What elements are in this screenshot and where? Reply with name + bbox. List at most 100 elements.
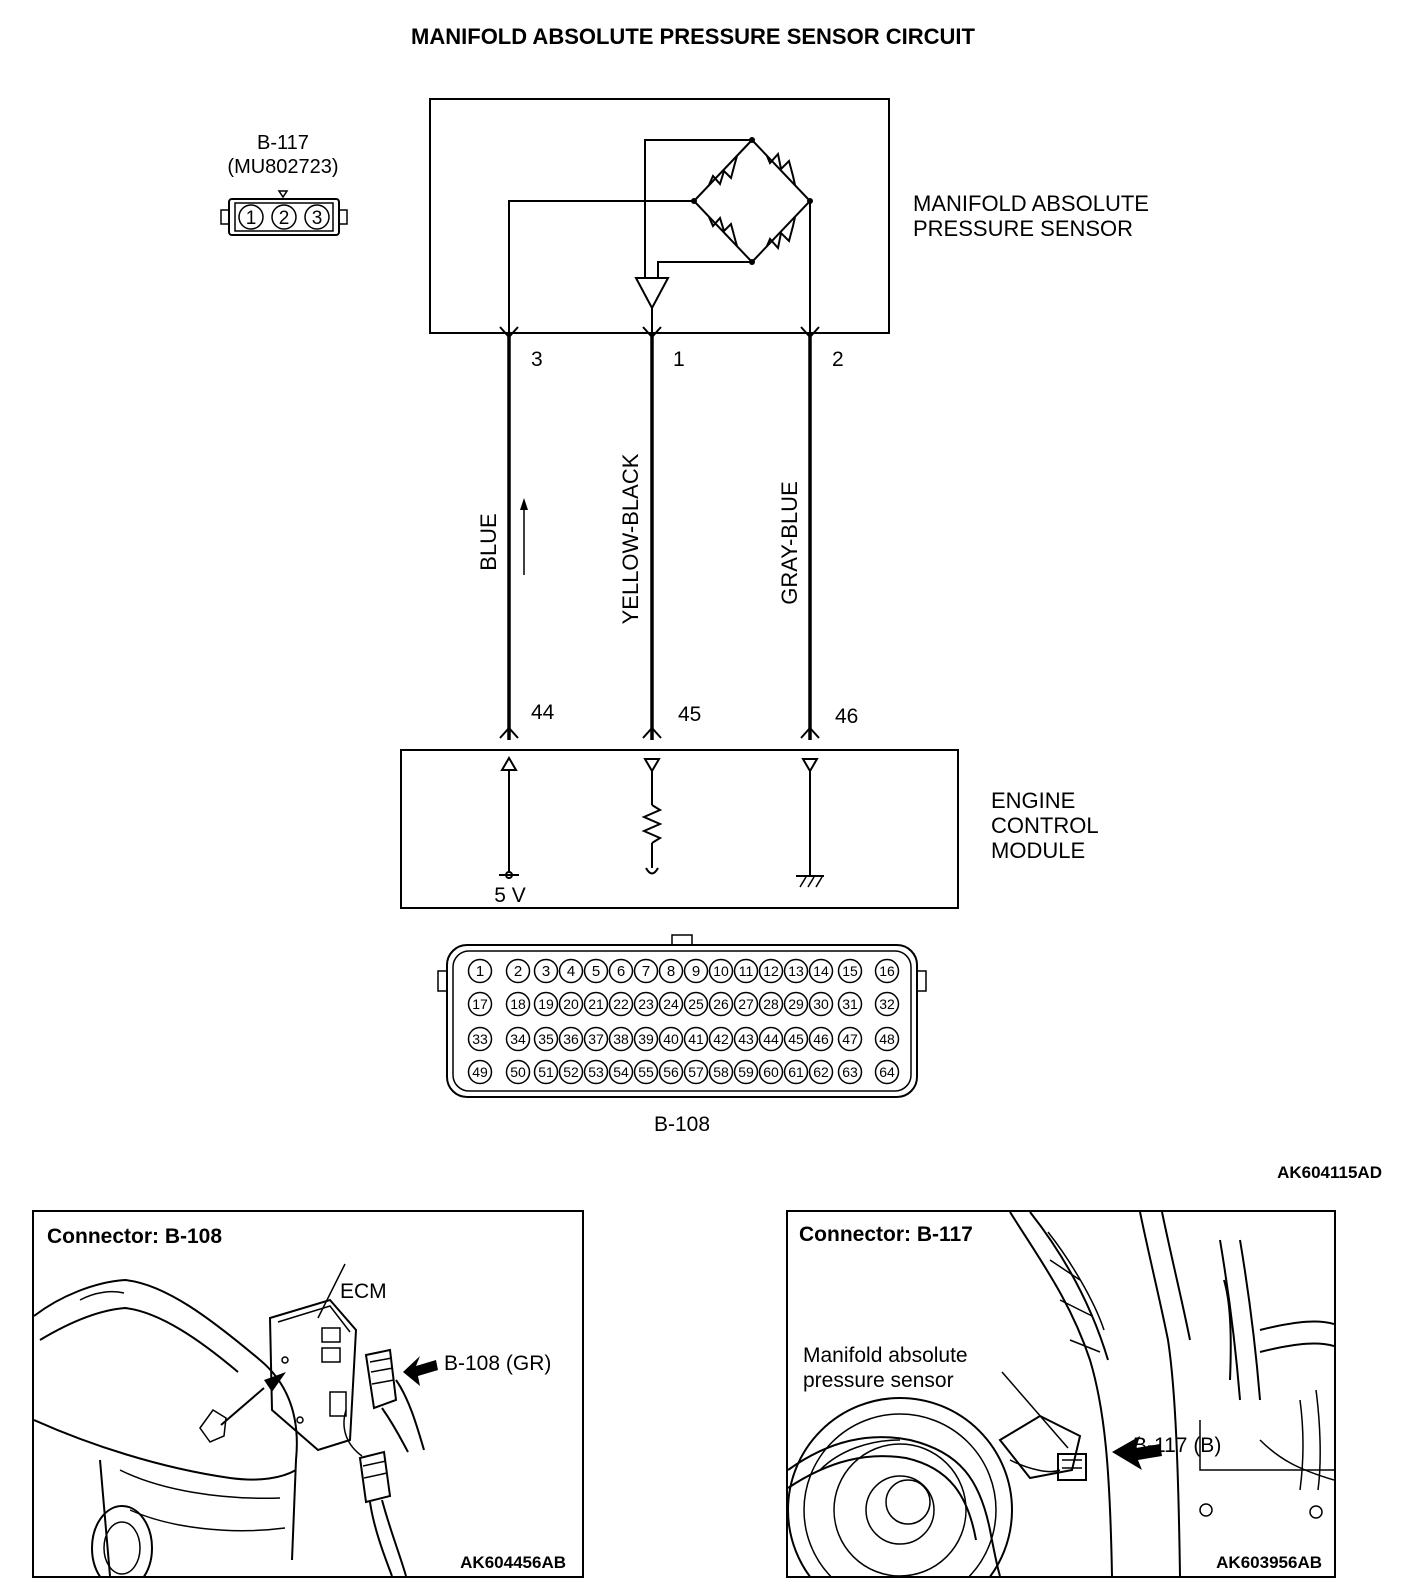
sensor-pin-1: 1 xyxy=(673,348,685,371)
connector-pin: 39 xyxy=(633,1026,659,1052)
ecm-label-line2: CONTROL xyxy=(991,813,1099,838)
ecm-label-line3: MODULE xyxy=(991,838,1085,863)
connector-pin: 37 xyxy=(583,1026,609,1052)
sensor-connector-b117: B-117 (MU802723) 1 2 3 xyxy=(220,132,348,236)
connector-pin-label: 16 xyxy=(879,963,895,979)
connector-pin: 41 xyxy=(683,1026,709,1052)
connector-pin-label: 25 xyxy=(688,996,704,1012)
connector-latch xyxy=(671,934,693,946)
connector-pin-label: 62 xyxy=(813,1064,829,1080)
connector-callout: B-108 (GR) xyxy=(444,1352,551,1375)
connector-pin-label: 21 xyxy=(588,996,604,1012)
connector-pin: 26 xyxy=(708,991,734,1017)
connector-pin: 20 xyxy=(558,991,584,1017)
connector-pin: 61 xyxy=(783,1059,809,1085)
engine-control-module: 5 V ENGINE CONTROL MODULE xyxy=(400,749,1099,909)
figure-code: AK604115AD xyxy=(1277,1163,1382,1182)
connector-pin-label: 20 xyxy=(563,996,579,1012)
connector-pin: 25 xyxy=(683,991,709,1017)
connector-pin-label: 37 xyxy=(588,1031,604,1047)
connector-pin-label: 52 xyxy=(563,1064,579,1080)
connector-pin: 52 xyxy=(558,1059,584,1085)
connector-pin-label: 5 xyxy=(592,963,600,980)
connector-pin-label: 22 xyxy=(613,996,629,1012)
connector-pin-label: 15 xyxy=(842,963,858,979)
connector-pin: 38 xyxy=(608,1026,634,1052)
connector-pin: 11 xyxy=(733,958,759,984)
connector-pin: 17 xyxy=(467,991,493,1017)
panel-title: Connector: B-108 xyxy=(47,1225,222,1248)
connector-pin: 5 xyxy=(583,958,609,984)
connector-pin-label: 46 xyxy=(813,1031,829,1047)
connector-pin: 18 xyxy=(505,991,531,1017)
connector-pin-label: 13 xyxy=(788,963,804,979)
connector-pin: 13 xyxy=(783,958,809,984)
connector-pin: 49 xyxy=(467,1059,493,1085)
connector-pin-label: 57 xyxy=(688,1064,704,1080)
connector-pin-label: 44 xyxy=(763,1031,779,1047)
connector-tab-right xyxy=(338,209,348,225)
panel-connector-b117: Connector: B-117 Manifold absolute press… xyxy=(786,1210,1336,1578)
pointer-arrow xyxy=(1112,1436,1162,1470)
connector-pin: 55 xyxy=(633,1059,659,1085)
ecm-pin-45: 45 xyxy=(678,703,701,726)
connector-pin: 24 xyxy=(658,991,684,1017)
connector-pin: 7 xyxy=(633,958,659,984)
connector-pin: 64 xyxy=(874,1059,900,1085)
connector-pin-label: 43 xyxy=(738,1031,754,1047)
connector-pin-label: 61 xyxy=(788,1064,804,1080)
diagram-title: MANIFOLD ABSOLUTE PRESSURE SENSOR CIRCUI… xyxy=(411,24,975,49)
ecm-pin-46: 46 xyxy=(835,705,858,728)
connector-pin-label: 47 xyxy=(842,1031,858,1047)
connector-pin-label: 18 xyxy=(510,996,526,1012)
connector-pin-label: 7 xyxy=(642,963,650,980)
connector-pin: 8 xyxy=(658,958,684,984)
connector-pin-label: 45 xyxy=(788,1031,804,1047)
pointer-arrow xyxy=(403,1356,438,1386)
connector-pin-label: 56 xyxy=(663,1064,679,1080)
connector-pin-label: 4 xyxy=(567,963,575,980)
connector-pin-label: 64 xyxy=(879,1064,895,1080)
connector-pin: 9 xyxy=(683,958,709,984)
connector-pin xyxy=(304,204,330,230)
connector-pin: 14 xyxy=(808,958,834,984)
connector-pin-label: 3 xyxy=(312,208,323,229)
connector-pin-label: 11 xyxy=(739,963,754,979)
connector-pin-label: 19 xyxy=(538,996,554,1012)
vehicle-illustration xyxy=(34,1278,298,1576)
connector-pin-label: 29 xyxy=(788,996,804,1012)
connector-pin-label: 48 xyxy=(879,1031,895,1047)
connector-pin-label: 39 xyxy=(638,1031,654,1047)
connector-pin-label: 9 xyxy=(692,963,700,980)
connector-pin: 58 xyxy=(708,1059,734,1085)
connector-pin-label: 41 xyxy=(688,1031,704,1047)
connector-pin: 45 xyxy=(783,1026,809,1052)
connector-pin: 21 xyxy=(583,991,609,1017)
connector-pin-label: 8 xyxy=(667,963,675,980)
connector-pin xyxy=(238,204,264,230)
connector-housing xyxy=(228,198,340,236)
panel-connector-b108: Connector: B-108 ECM B-108 (GR) AK604456… xyxy=(32,1210,584,1578)
sensor-callout-line1: Manifold absolute xyxy=(803,1344,968,1367)
connector-housing xyxy=(446,944,918,1098)
connector-pin: 1 xyxy=(467,958,493,984)
sensor-connector-id: B-117 xyxy=(257,132,309,154)
connector-pin-label: 42 xyxy=(713,1031,729,1047)
connector-pin: 62 xyxy=(808,1059,834,1085)
panel-figure-code: AK604456AB xyxy=(460,1553,566,1572)
connector-pin: 12 xyxy=(758,958,784,984)
connector-pin: 35 xyxy=(533,1026,559,1052)
wire-color-yellow-black: YELLOW-BLACK xyxy=(618,453,643,624)
connector-pin-label: 50 xyxy=(510,1064,526,1080)
leader-line xyxy=(1001,1371,1069,1449)
connector-pin-label: 60 xyxy=(763,1064,779,1080)
ecm-pin-44: 44 xyxy=(531,701,555,724)
ecm-unit xyxy=(268,1263,358,1452)
amplifier-triangle xyxy=(634,277,670,311)
connector-pin-label: 59 xyxy=(738,1064,754,1080)
connector-pin-label: 34 xyxy=(510,1031,526,1047)
connector-pin: 3 xyxy=(533,958,559,984)
connector-pin-label: 54 xyxy=(613,1064,629,1080)
